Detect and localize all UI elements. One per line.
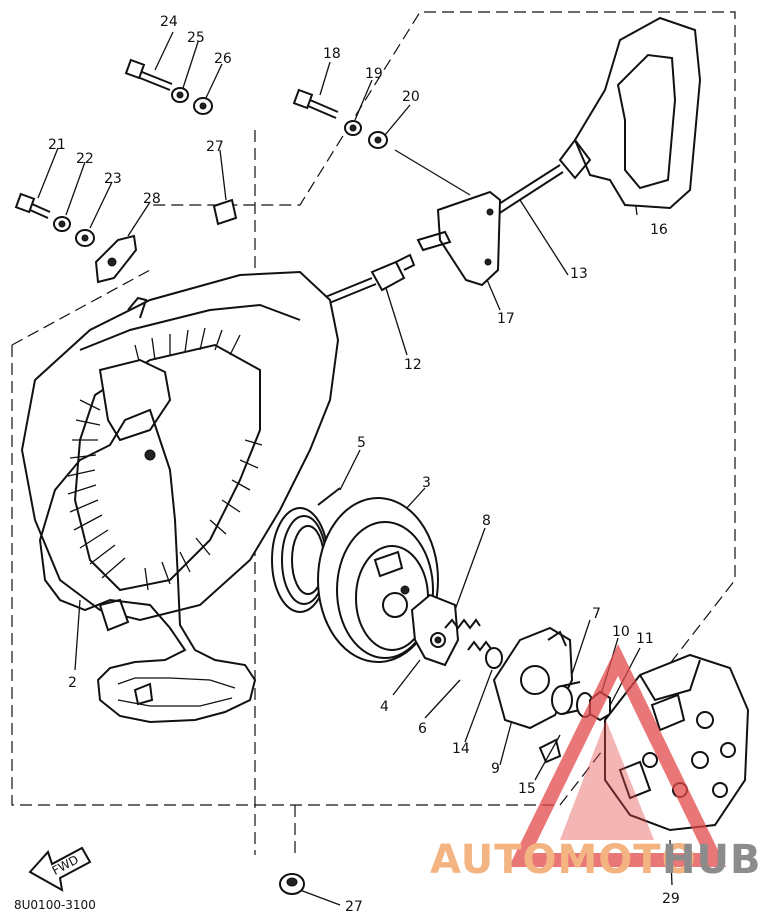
label-23: 23 [104,171,122,187]
gasket-2 [38,408,257,724]
bolt-24 [124,58,173,91]
washer-19 [344,120,362,136]
screw-15 [538,738,562,764]
bolt-21 [14,192,51,219]
clip-28 [94,234,138,284]
label-16: 16 [650,222,668,238]
label-26: 26 [214,51,232,67]
case-fins [67,327,263,591]
pawl-spring-8 [444,618,481,630]
label-12: 12 [404,357,422,373]
label-20: 20 [402,89,420,105]
label-27-bottom: 27 [345,899,363,915]
label-25: 25 [187,30,205,46]
label-29: 29 [662,891,680,907]
collar-27-top [212,198,238,226]
label-27-top: 27 [206,139,224,155]
label-22: 22 [76,151,94,167]
label-15: 15 [518,781,536,797]
washer-25 [171,87,189,103]
label-14: 14 [452,741,470,757]
label-3: 3 [422,475,431,491]
label-10: 10 [612,624,630,640]
spring-6 [467,640,503,669]
collar-27-bottom [279,873,305,895]
label-4: 4 [380,699,389,715]
rope-guide-17 [416,190,502,287]
watermark-logo: AUTOMOTO HUB [430,837,758,883]
label-7: 7 [592,606,601,622]
fwd-arrow: FWD [28,846,92,892]
watermark-triangle [508,644,727,867]
label-6: 6 [418,721,427,737]
label-24: 24 [160,14,178,30]
rope-end-12 [317,253,416,307]
label-21: 21 [48,137,66,153]
washer-26 [193,97,213,115]
washer-20 [368,131,388,149]
label-28: 28 [143,191,161,207]
part-labels: 24 25 26 18 19 20 21 22 23 28 27 16 13 1… [48,14,680,915]
pulley-3 [317,497,439,663]
washer-22 [53,216,71,232]
washer-23 [75,229,95,247]
label-19: 19 [365,66,383,82]
starter-handle-16 [558,16,702,210]
label-2: 2 [68,675,77,691]
watermark-text-hub: HUB [662,837,758,883]
label-17: 17 [497,311,515,327]
label-8: 8 [482,513,491,529]
label-11: 11 [636,631,654,647]
label-13: 13 [570,266,588,282]
label-5: 5 [357,435,366,451]
pawl-4 [410,593,460,667]
drawing-code: 8U0100-3100 [14,898,96,912]
label-18: 18 [323,46,341,62]
watermark-text-automoto: AUTOMOTO [430,837,697,883]
starter-case [20,270,340,632]
label-9: 9 [491,761,500,777]
bolt-18 [292,88,339,119]
